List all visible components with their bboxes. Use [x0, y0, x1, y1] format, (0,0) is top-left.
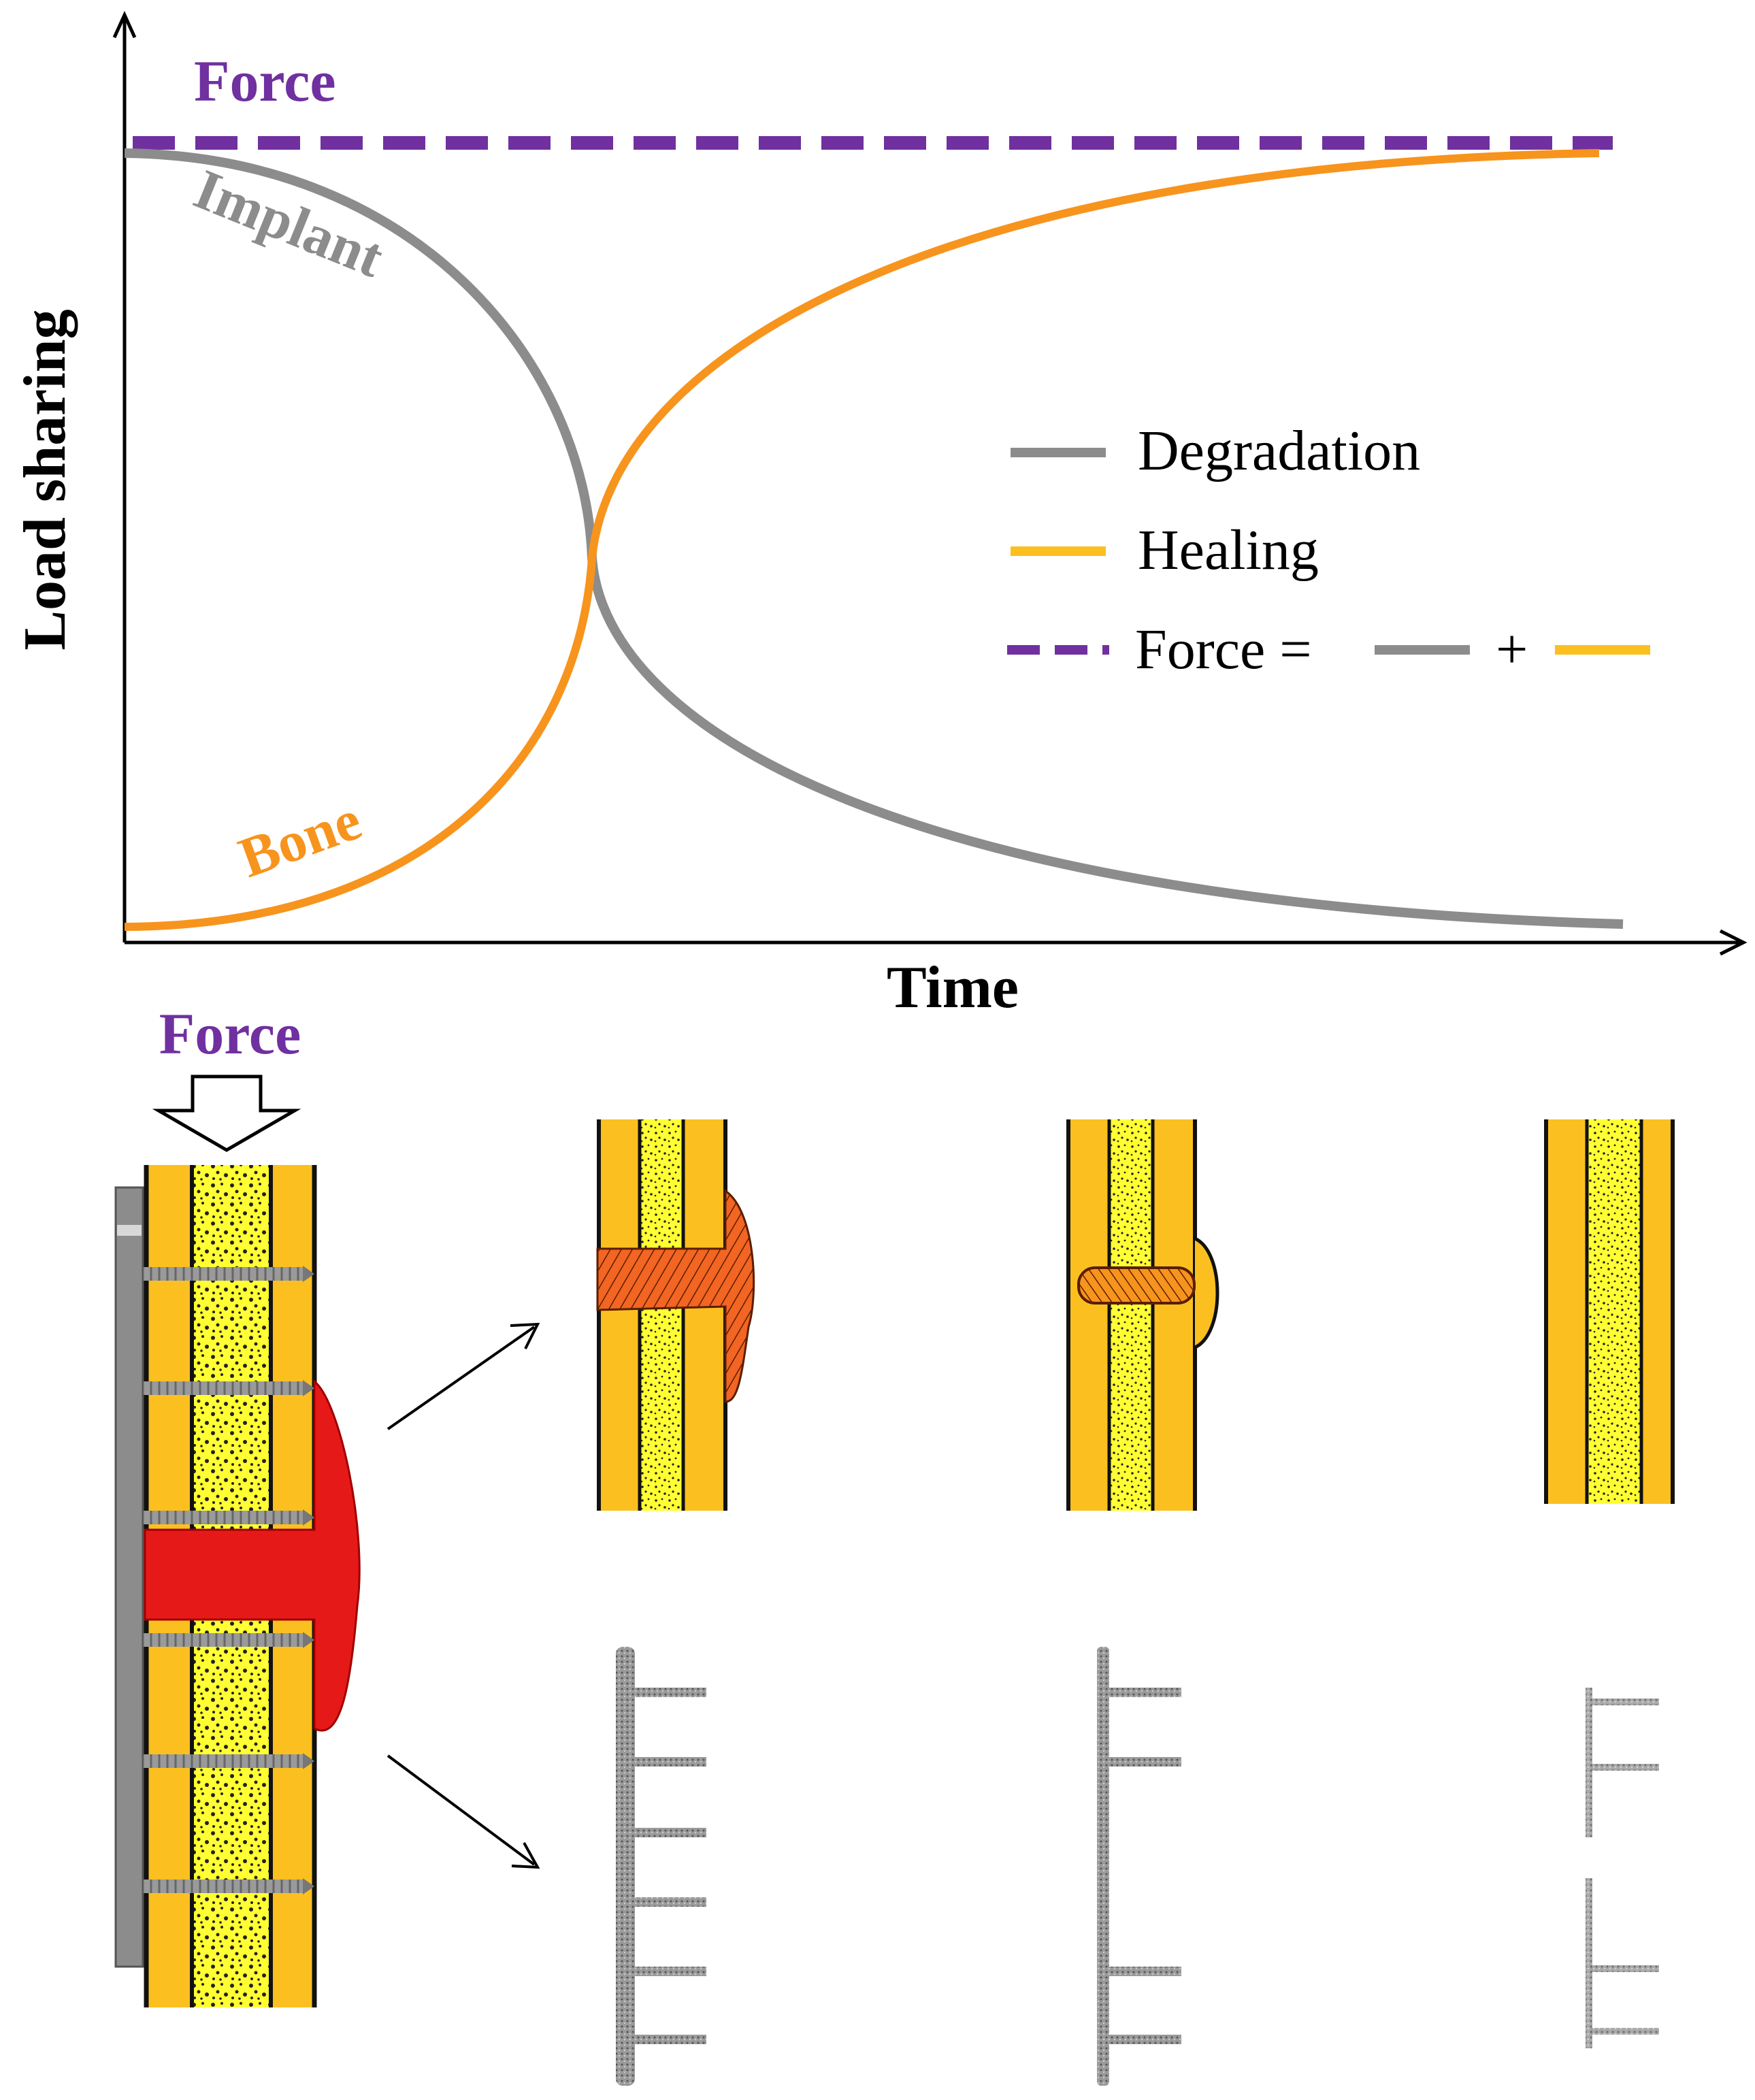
legend-plus-sign: +	[1496, 618, 1528, 681]
screw-tip	[303, 1509, 314, 1526]
implant-stage-intact	[616, 1647, 706, 2086]
bone-curve-label: Bone	[231, 788, 370, 890]
degrading-plate-fragment	[1586, 1688, 1592, 1837]
degrading-screw	[1591, 1965, 1659, 1972]
fixation-plate	[114, 1186, 144, 1968]
hard-callus	[1077, 1266, 1196, 1305]
screw	[143, 1511, 303, 1524]
degrading-screw	[1108, 1967, 1181, 1976]
degrading-plate	[1097, 1647, 1109, 2086]
force-down-arrow	[152, 1074, 301, 1152]
screw-tip	[303, 1266, 314, 1282]
healing-diagram: Force	[114, 1001, 1675, 2086]
degrading-screw	[633, 1828, 706, 1837]
degrading-plate	[616, 1647, 635, 2086]
screw-tip	[303, 1380, 314, 1396]
bone-marrow	[1587, 1119, 1641, 1504]
plate-highlight	[117, 1225, 142, 1236]
degrading-screw	[1108, 2035, 1181, 2044]
degrading-screw	[633, 1757, 706, 1767]
degrading-plate-fragment	[1586, 1878, 1592, 2048]
legend-degradation-label: Degradation	[1138, 419, 1420, 482]
bone-marrow	[640, 1119, 683, 1511]
screw	[143, 1633, 303, 1647]
screw-tip	[303, 1878, 314, 1894]
fracture-hematoma	[144, 1379, 361, 1732]
fractured-bone-with-plate	[114, 1165, 361, 2007]
bone-marrow	[1109, 1119, 1153, 1511]
x-axis-label: Time	[887, 955, 1019, 1021]
bone-healing-curve	[124, 149, 1600, 931]
legend-force-eq-label: Force =	[1135, 618, 1312, 681]
screw	[143, 1267, 303, 1281]
force-diagram-label: Force	[159, 1001, 301, 1066]
degrading-screw	[633, 1688, 706, 1697]
screw	[143, 1880, 303, 1893]
soft-callus	[596, 1189, 755, 1403]
arrow-to-bone-stages-head	[510, 1322, 540, 1349]
bone-stage-remodeled	[1544, 1119, 1675, 1504]
screw	[143, 1754, 303, 1768]
degrading-screw	[1591, 2028, 1659, 2035]
load-sharing-chart: Force Implant Bone Load sharing Time Deg…	[12, 10, 1748, 1021]
screw-tip	[303, 1632, 314, 1648]
arrow-to-implant-stages-head	[511, 1842, 540, 1869]
legend: Degradation Healing Force = +	[1007, 419, 1650, 681]
bone-stage-hard-callus	[1066, 1119, 1219, 1511]
degrading-screw	[1591, 1699, 1659, 1705]
degrading-screw	[633, 1897, 706, 1907]
screw-tip	[303, 1753, 314, 1769]
implant-stage-degraded	[1586, 1688, 1659, 2048]
degrading-screw	[1591, 1764, 1659, 1771]
bone-screws	[143, 1266, 314, 1894]
degrading-screw	[1108, 1688, 1181, 1697]
bone-stage-soft-callus	[596, 1119, 755, 1511]
legend-healing-label: Healing	[1138, 519, 1319, 582]
arrow-to-implant-stages	[387, 1754, 536, 1866]
screw	[143, 1381, 303, 1395]
y-axis-arrowhead	[112, 10, 137, 39]
degrading-screw	[633, 1967, 706, 1976]
degrading-screw	[633, 2035, 706, 2044]
callus-bulge	[1194, 1236, 1219, 1349]
implant-degradation-curve	[124, 148, 1624, 929]
arrow-to-bone-stages	[387, 1326, 536, 1430]
y-axis-label: Load sharing	[12, 309, 78, 650]
x-axis-arrowhead	[1719, 929, 1748, 956]
implant-stage-partial	[1097, 1647, 1181, 2086]
force-chart-label: Force	[194, 48, 336, 114]
degrading-screw	[1108, 1757, 1181, 1767]
